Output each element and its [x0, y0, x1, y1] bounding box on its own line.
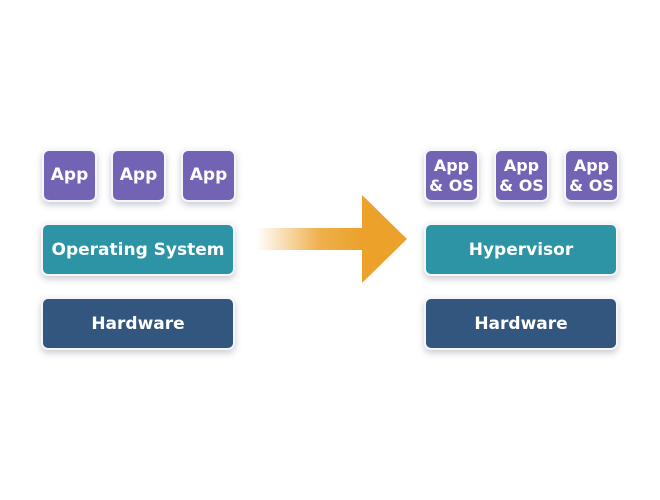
right-vm-box-1: App & OS — [424, 149, 479, 202]
transition-arrow-icon — [256, 195, 407, 283]
left-hardware-box: Hardware — [41, 297, 235, 350]
operating-system-box: Operating System — [41, 223, 235, 276]
right-vm-box-2: App & OS — [494, 149, 549, 202]
arrow-head — [362, 195, 407, 283]
hardware-label: Hardware — [91, 313, 185, 334]
right-hardware-box: Hardware — [424, 297, 618, 350]
hardware-label: Hardware — [474, 313, 568, 334]
hypervisor-box: Hypervisor — [424, 223, 618, 276]
left-app-box-1: App — [42, 149, 97, 202]
app-os-label: App & OS — [569, 155, 614, 195]
arrow-shaft — [256, 228, 364, 250]
app-os-label: App & OS — [429, 155, 474, 195]
hypervisor-label: Hypervisor — [468, 239, 574, 260]
operating-system-label: Operating System — [51, 239, 225, 260]
app-os-label: App & OS — [499, 155, 544, 195]
app-label: App — [119, 165, 158, 185]
left-app-box-3: App — [181, 149, 236, 202]
app-label: App — [50, 165, 89, 185]
app-label: App — [189, 165, 228, 185]
left-app-box-2: App — [111, 149, 166, 202]
right-vm-box-3: App & OS — [564, 149, 619, 202]
